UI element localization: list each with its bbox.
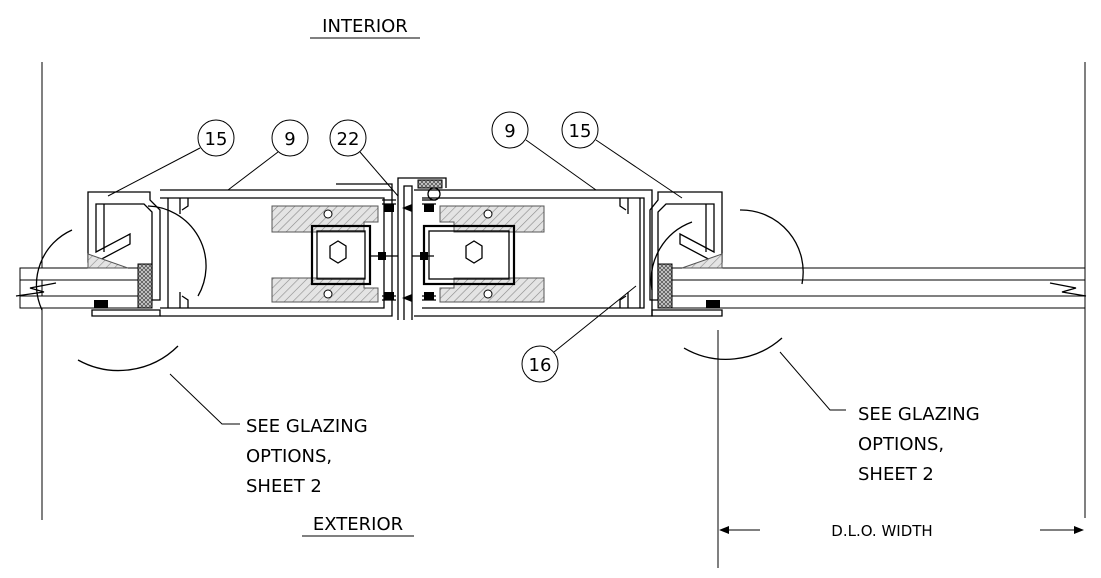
left-glazing-note: SEE GLAZING OPTIONS, SHEET 2 bbox=[246, 416, 368, 497]
callout-9-left: 9 bbox=[227, 119, 309, 191]
left-note-leader bbox=[169, 373, 240, 425]
svg-text:SEE GLAZING: SEE GLAZING bbox=[858, 404, 980, 425]
callout-15-left: 15 bbox=[107, 119, 235, 197]
svg-text:SEE GLAZING: SEE GLAZING bbox=[246, 416, 368, 437]
svg-text:SHEET 2: SHEET 2 bbox=[858, 464, 934, 485]
svg-text:OPTIONS,: OPTIONS, bbox=[858, 434, 944, 455]
svg-text:15: 15 bbox=[205, 129, 228, 150]
right-glazing-note: SEE GLAZING OPTIONS, SHEET 2 bbox=[858, 404, 980, 485]
svg-text:9: 9 bbox=[504, 121, 515, 142]
callout-16: 16 bbox=[521, 285, 637, 383]
dlo-width-label: D.L.O. WIDTH bbox=[831, 522, 932, 540]
exterior-label: EXTERIOR bbox=[313, 514, 403, 535]
svg-text:16: 16 bbox=[529, 355, 552, 376]
left-glass-unit bbox=[15, 267, 139, 309]
right-steel-reinforcement bbox=[412, 205, 545, 303]
center-split-cover bbox=[382, 177, 447, 320]
left-glazing-stop bbox=[87, 191, 161, 317]
svg-text:22: 22 bbox=[337, 129, 360, 150]
right-glazing-stop bbox=[649, 191, 723, 317]
interior-label: INTERIOR bbox=[322, 16, 408, 37]
right-glass-unit bbox=[659, 267, 1087, 309]
right-note-leader bbox=[779, 351, 846, 411]
callout-9-right: 9 bbox=[491, 111, 597, 191]
callout-15-right: 15 bbox=[561, 111, 683, 199]
svg-text:SHEET 2: SHEET 2 bbox=[246, 476, 322, 497]
svg-text:OPTIONS,: OPTIONS, bbox=[246, 446, 332, 467]
callout-22: 22 bbox=[329, 119, 399, 197]
svg-text:9: 9 bbox=[284, 129, 295, 150]
dlo-dimension: D.L.O. WIDTH bbox=[719, 522, 1084, 540]
svg-text:15: 15 bbox=[569, 121, 592, 142]
glazing-option-arcs bbox=[35, 205, 804, 372]
left-steel-reinforcement bbox=[271, 205, 398, 303]
right-mullion bbox=[414, 189, 653, 317]
